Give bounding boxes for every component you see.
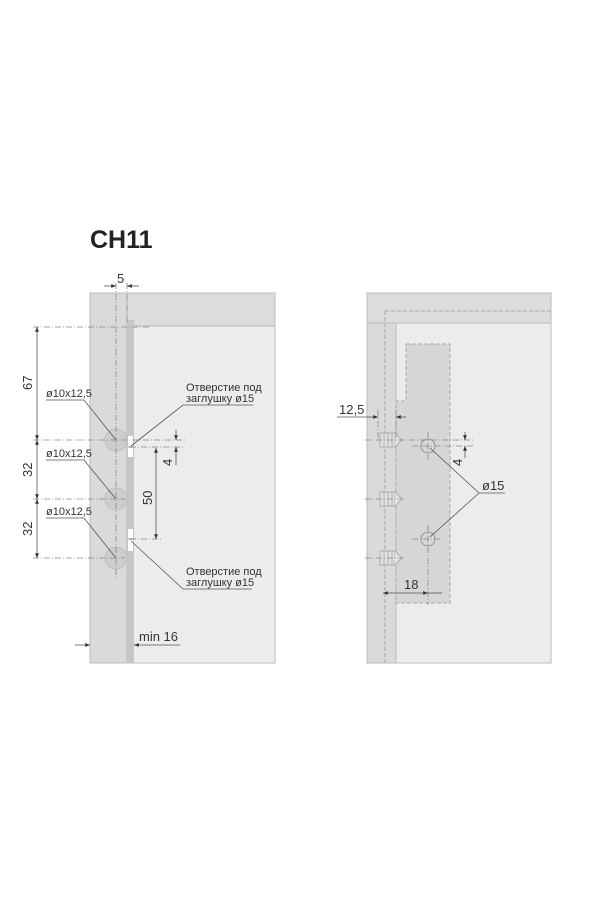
plug-label-bottom: Отверстие под [186,566,262,578]
hole-label: ø10x12,5 [46,448,92,460]
dim-67: 67 [20,376,35,390]
mounting-plate-edge [127,320,134,663]
title: CH11 [90,226,153,254]
dim-5: 5 [117,271,124,286]
dim-18: 18 [404,577,418,592]
plug-label-bottom-2: заглушку ø15 [186,577,254,589]
mounting-plate [395,343,451,604]
plug-slots [128,436,133,551]
plug-label-top-2: заглушку ø15 [186,393,254,405]
dim-min16: min 16 [139,629,178,644]
hole-label: ø10x12,5 [46,506,92,518]
right-view: 12,5 4 ø15 18 [337,292,552,664]
dim-4: 4 [450,459,465,466]
plug-hole [420,531,436,547]
left-view: 5 67 32 32 50 4 min 16 ø10x12,5 ø10x12,5… [20,271,276,664]
top-panel [366,292,552,324]
hole-label: ø10x12,5 [46,388,92,400]
dim-d15: ø15 [482,478,504,493]
side-panel [89,292,128,664]
dim-32a: 32 [20,463,35,477]
plug-label-top: Отверстие под [186,382,262,394]
dim-12-5: 12,5 [339,402,364,417]
dim-32b: 32 [20,522,35,536]
dim-50: 50 [140,491,155,505]
plug-hole [420,438,436,454]
dim-4: 4 [160,459,175,466]
